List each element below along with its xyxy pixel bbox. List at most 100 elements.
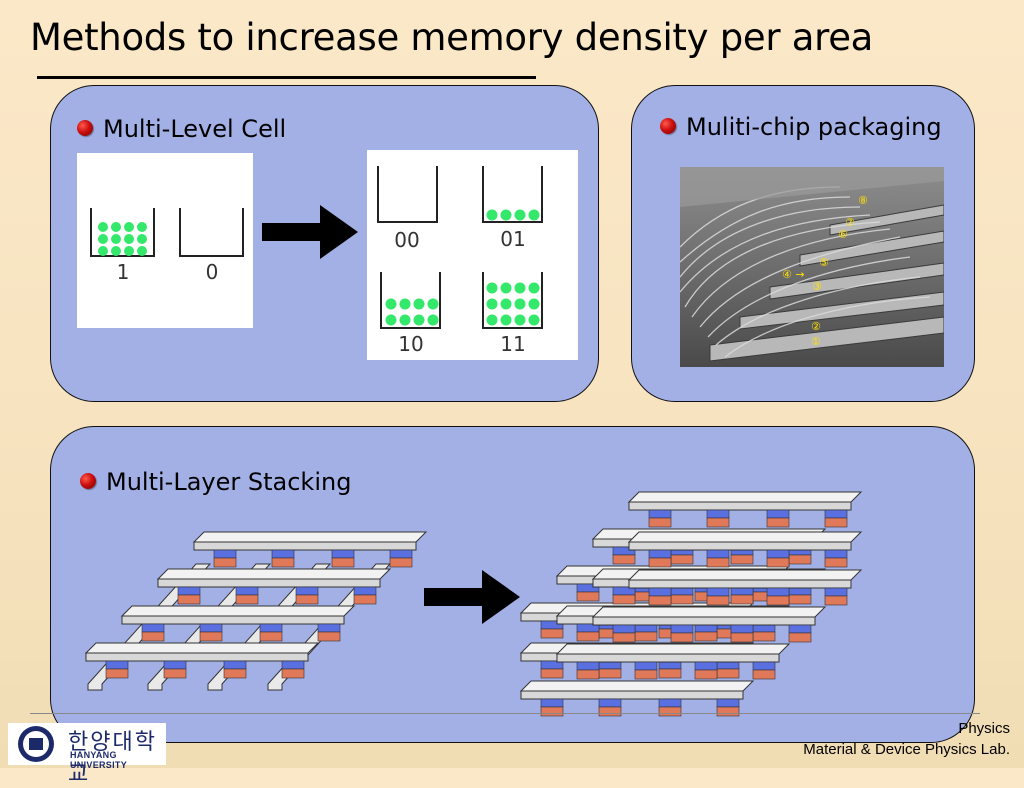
memory-cell-bottom [766,557,790,568]
memory-cell-top [177,586,201,596]
memory-cell-bottom [634,631,658,642]
memory-cell-top [271,549,295,559]
memory-cell-bottom [648,595,672,606]
memory-cell-top [389,549,413,559]
top-electrode [591,606,827,618]
top-electrode [192,531,428,543]
arrow-right-icon [424,570,520,624]
memory-cell-bottom [824,517,848,528]
memory-cell-bottom [824,595,848,606]
memory-cell-top [824,549,848,559]
memory-cell-bottom [612,632,636,643]
memory-cell-top [766,509,790,519]
memory-cell-top [317,623,341,633]
memory-cell-top [213,549,237,559]
single-level-cell-figure: 1 0 [77,153,253,328]
memory-cell-bottom [694,631,718,642]
multi-layer-crossbar-diagram [519,491,863,717]
title-underline [37,76,536,79]
memory-cell-top [163,660,187,670]
multi-level-cell-figure: 00 01 10 11 [367,150,578,360]
memory-cell-bottom [706,557,730,568]
memory-cell-bottom [752,631,776,642]
multi-chip-package-photo: ① ② ③ ④ → ⑤ ⑥ ⑦ ⑧ [680,167,944,367]
memory-cell-bottom [634,669,658,680]
footer-lab-line1: Physics [958,720,1010,737]
memory-cell-bottom [177,594,201,605]
memory-cell-bottom [706,595,730,606]
memory-cell-bottom [540,706,564,717]
logo-english-text: HANYANG UNIVERSITY [70,750,128,770]
top-electrode [156,568,392,580]
memory-cell-bottom [105,668,129,679]
memory-cell-bottom [658,668,682,679]
memory-cell-top [648,509,672,519]
memory-cell-top [730,624,754,634]
memory-cell-top [824,509,848,519]
memory-cell-top [576,661,600,671]
top-electrode-side [85,652,309,662]
memory-cell-bottom [694,669,718,680]
memory-cell-bottom [788,594,812,605]
memory-cell-bottom [199,631,223,642]
stacking-heading: Multi-Layer Stacking [106,468,352,496]
top-electrode [519,680,755,692]
memory-cell-top [612,624,636,634]
memory-cell-bottom [259,631,283,642]
memory-cell-bottom [706,517,730,528]
electron-dots [385,209,540,326]
memory-cell-top [353,586,377,596]
memory-cell-top [694,661,718,671]
memory-cell-bottom [648,557,672,568]
memory-cell-bottom [648,517,672,528]
memory-cell-bottom [598,706,622,717]
memory-cell-top [658,698,682,708]
memory-cell-bottom [235,594,259,605]
memory-cell-top [141,623,165,633]
marker-3: ③ [812,280,822,293]
memory-cell-top [766,587,790,597]
marker-5: ⑤ [819,256,829,269]
top-electrode-side [628,501,852,511]
memory-cell-bottom [716,668,740,679]
memory-cell-top [295,586,319,596]
marker-1: ① [811,335,821,348]
memory-cell-bottom [295,594,319,605]
memory-cell-bottom [716,706,740,717]
memory-cell-bottom [576,591,600,602]
top-electrode [120,605,356,617]
top-electrode [84,642,320,654]
memory-cell-bottom [163,668,187,679]
top-electrode [555,643,791,655]
bullet-icon [80,473,96,489]
top-electrode-side [157,578,381,588]
memory-cell-top [331,549,355,559]
memory-cell-top [259,623,283,633]
memory-cell-bottom [670,554,694,565]
memory-cell-bottom [788,554,812,565]
footer-divider [30,713,980,714]
page-title: Methods to increase memory density per a… [30,16,874,59]
footer-lab-line2: Material & Device Physics Lab. [803,741,1010,758]
memory-cell-top [706,587,730,597]
top-electrode-side [520,690,744,700]
memory-cell-bottom [766,595,790,606]
memory-cell-top [540,698,564,708]
memory-cell-top [706,509,730,519]
memory-cell-bottom [612,554,636,565]
mcp-heading: Muliti-chip packaging [686,113,942,141]
memory-cell-top [281,660,305,670]
memory-cell-top [199,623,223,633]
single-level-cell-diagram: 1 0 [90,208,244,284]
electron-dots [98,222,147,256]
memory-cell-bottom [730,554,754,565]
mlc-heading: Multi-Level Cell [103,115,287,143]
crossbar-array [84,531,428,691]
memory-cell-bottom [213,557,237,568]
memory-cell-bottom [576,631,600,642]
memory-cell-top [716,698,740,708]
cell-label: 01 [500,227,525,251]
memory-cell-bottom [612,594,636,605]
memory-cell-bottom [576,669,600,680]
memory-cell-bottom [730,632,754,643]
